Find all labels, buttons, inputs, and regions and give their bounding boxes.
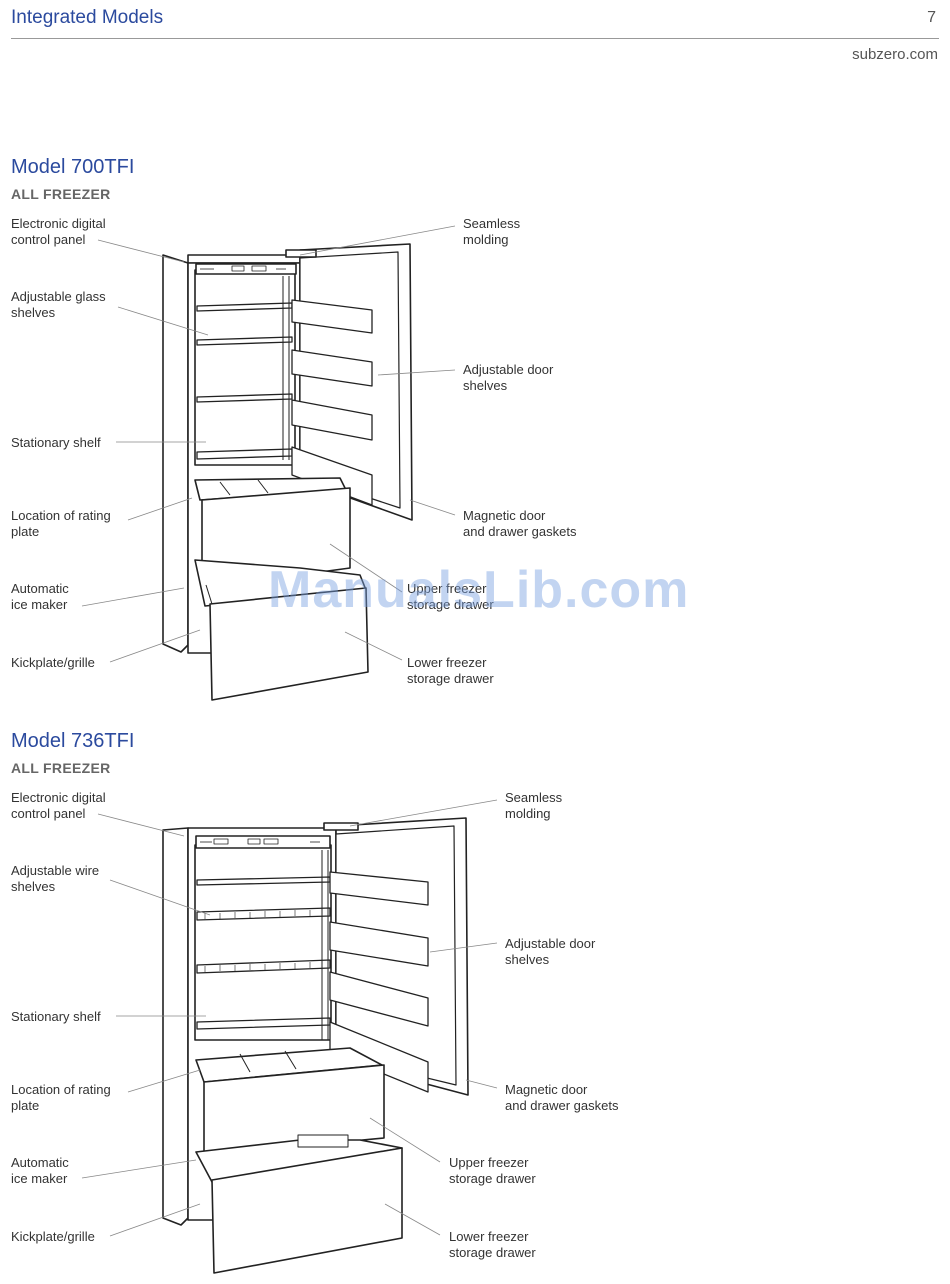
wire-shelves bbox=[196, 876, 331, 1030]
page-number: 7 bbox=[927, 9, 936, 26]
model-section-700tfi: Model 700TFI ALL FREEZER bbox=[11, 156, 577, 701]
callout-control-panel: Electronic digital control panel bbox=[11, 790, 106, 821]
model-title: Model 700TFI bbox=[11, 156, 135, 178]
door-bins bbox=[329, 871, 429, 1093]
page-title: Integrated Models bbox=[11, 7, 164, 28]
lower-drawer bbox=[195, 1134, 403, 1274]
callout-door-shelves: Adjustable door shelves bbox=[463, 362, 554, 393]
callout-gaskets: Magnetic door and drawer gaskets bbox=[505, 1082, 619, 1113]
callout-ice-maker: Automatic ice maker bbox=[11, 581, 69, 612]
callout-shelves: Adjustable wire shelves bbox=[11, 863, 100, 894]
header-divider bbox=[11, 38, 939, 39]
callout-gaskets: Magnetic door and drawer gaskets bbox=[463, 508, 577, 539]
model-subtitle: ALL FREEZER bbox=[11, 760, 111, 776]
callout-ice-maker: Automatic ice maker bbox=[11, 1155, 69, 1186]
callout-stationary-shelf: Stationary shelf bbox=[11, 435, 101, 450]
callout-seamless-molding: Seamless molding bbox=[505, 790, 563, 821]
control-panel bbox=[195, 835, 331, 849]
callout-lower-drawer: Lower freezer storage drawer bbox=[407, 655, 494, 686]
callout-upper-drawer: Upper freezer storage drawer bbox=[449, 1155, 536, 1186]
callout-lower-drawer: Lower freezer storage drawer bbox=[449, 1229, 536, 1260]
lower-drawer bbox=[194, 559, 369, 701]
control-panel bbox=[195, 263, 297, 275]
callout-door-shelves: Adjustable door shelves bbox=[505, 936, 596, 967]
callout-rating-plate: Location of rating plate bbox=[11, 1082, 111, 1113]
callout-upper-drawer: Upper freezer storage drawer bbox=[407, 581, 494, 612]
watermark: ManualsLib.com bbox=[268, 561, 690, 619]
callout-kickplate: Kickplate/grille bbox=[11, 1229, 95, 1244]
callout-seamless-molding: Seamless molding bbox=[463, 216, 521, 247]
callout-stationary-shelf: Stationary shelf bbox=[11, 1009, 101, 1024]
callout-shelves: Adjustable glass shelves bbox=[11, 289, 106, 320]
model-title: Model 736TFI bbox=[11, 730, 135, 752]
callout-rating-plate: Location of rating plate bbox=[11, 508, 111, 539]
freezer-diagram-736tfi bbox=[81, 799, 498, 1274]
door-bins bbox=[291, 299, 373, 506]
cabinet-outline bbox=[162, 254, 189, 653]
model-subtitle: ALL FREEZER bbox=[11, 186, 111, 202]
model-section-736tfi: Model 736TFI ALL FREEZER bbox=[0, 720, 950, 1284]
upper-drawer bbox=[195, 1047, 385, 1156]
callout-control-panel: Electronic digital control panel bbox=[11, 216, 106, 247]
site-url: subzero.com bbox=[852, 46, 938, 63]
callout-kickplate: Kickplate/grille bbox=[11, 655, 95, 670]
freezer-diagram-700tfi bbox=[81, 225, 456, 701]
